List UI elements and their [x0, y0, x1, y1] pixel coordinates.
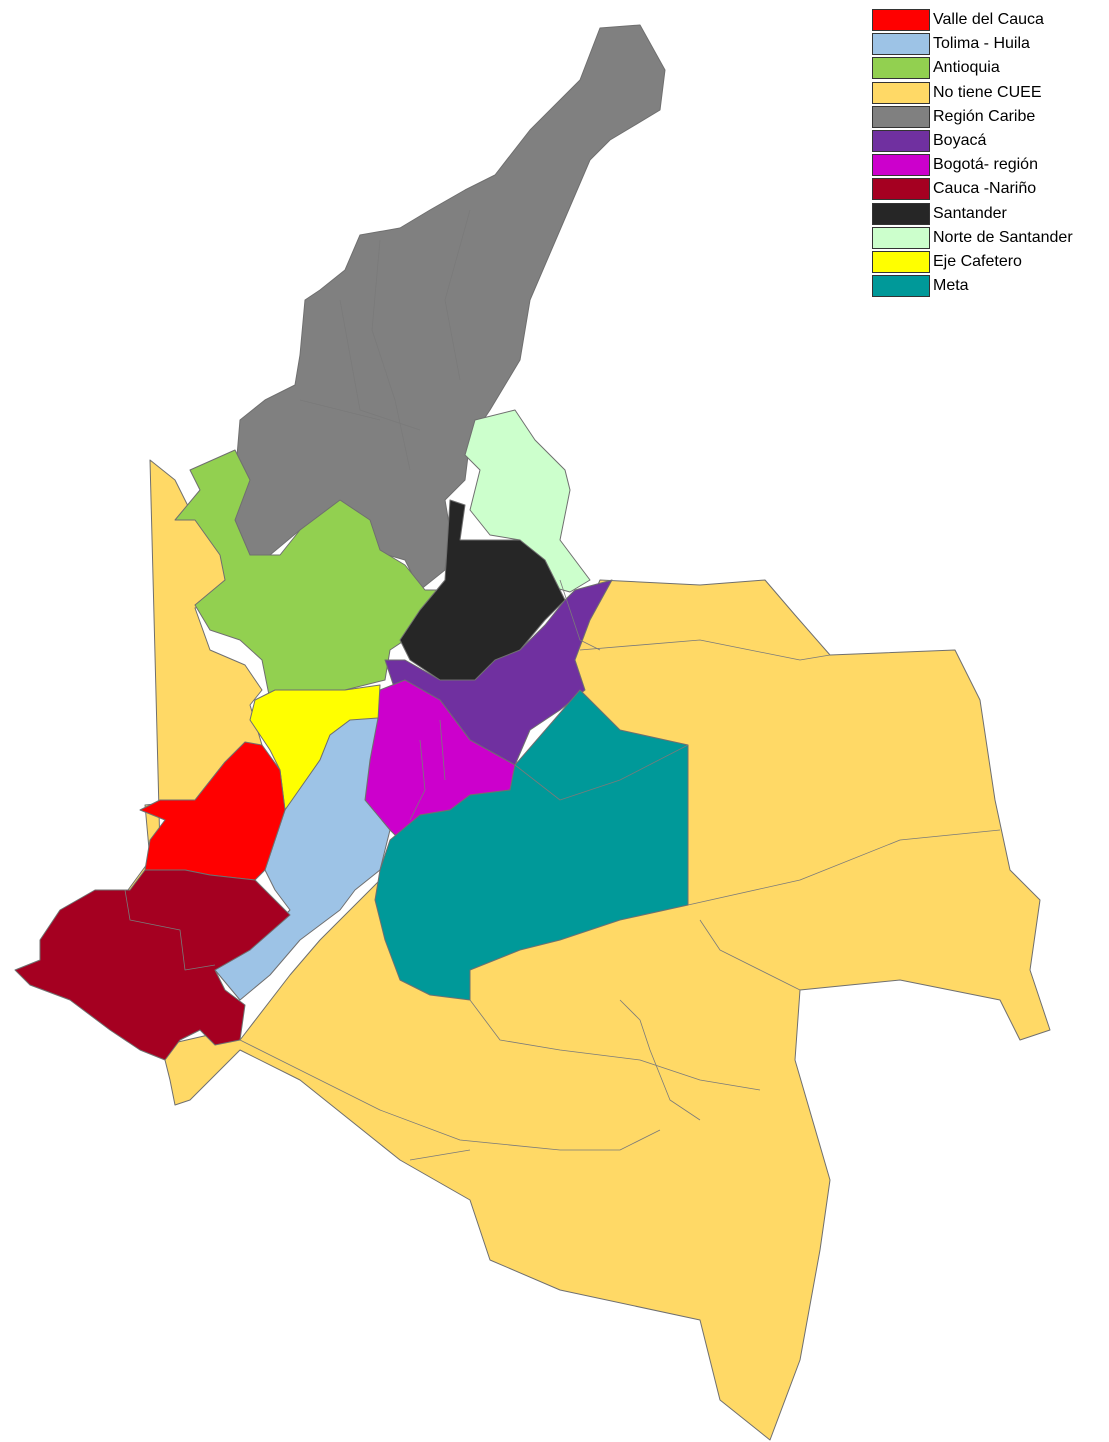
- map-legend: Valle del Cauca Tolima - Huila Antioquia…: [872, 8, 1104, 298]
- legend-item: Antioquia: [872, 56, 1104, 80]
- legend-swatch: [872, 9, 930, 32]
- legend-swatch: [872, 57, 930, 80]
- legend-item: Región Caribe: [872, 105, 1104, 129]
- legend-item: Norte de Santander: [872, 226, 1104, 250]
- legend-label: Tolima - Huila: [933, 35, 1030, 53]
- legend-swatch: [872, 275, 930, 298]
- legend-label: Santander: [933, 204, 1007, 222]
- legend-item: Tolima - Huila: [872, 32, 1104, 56]
- legend-label: Región Caribe: [933, 107, 1036, 125]
- legend-swatch: [872, 178, 930, 201]
- legend-label: No tiene CUEE: [933, 83, 1042, 101]
- legend-swatch: [872, 202, 930, 225]
- legend-item: No tiene CUEE: [872, 81, 1104, 105]
- legend-label: Antioquia: [933, 59, 1000, 77]
- legend-item: Santander: [872, 202, 1104, 226]
- legend-item: Bogotá- región: [872, 153, 1104, 177]
- legend-swatch: [872, 226, 930, 249]
- legend-item: Cauca -Nariño: [872, 177, 1104, 201]
- legend-label: Eje Cafetero: [933, 252, 1022, 270]
- legend-item: Valle del Cauca: [872, 8, 1104, 32]
- legend-swatch: [872, 154, 930, 177]
- legend-swatch: [872, 130, 930, 153]
- legend-item: Meta: [872, 274, 1104, 298]
- legend-label: Norte de Santander: [933, 228, 1073, 246]
- legend-label: Valle del Cauca: [933, 11, 1044, 29]
- legend-swatch: [872, 105, 930, 128]
- region-cauca-narino: [14, 869, 291, 1061]
- legend-label: Cauca -Nariño: [933, 180, 1037, 198]
- legend-swatch: [872, 33, 930, 56]
- legend-label: Boyacá: [933, 132, 987, 150]
- legend-label: Meta: [933, 277, 969, 295]
- legend-item: Eje Cafetero: [872, 250, 1104, 274]
- legend-item: Boyacá: [872, 129, 1104, 153]
- region-meta: [374, 689, 689, 1001]
- legend-swatch: [872, 250, 930, 273]
- legend-label: Bogotá- región: [933, 156, 1038, 174]
- region-caribe: [224, 24, 666, 591]
- region-norte-de-santander: [464, 409, 591, 593]
- legend-swatch: [872, 81, 930, 104]
